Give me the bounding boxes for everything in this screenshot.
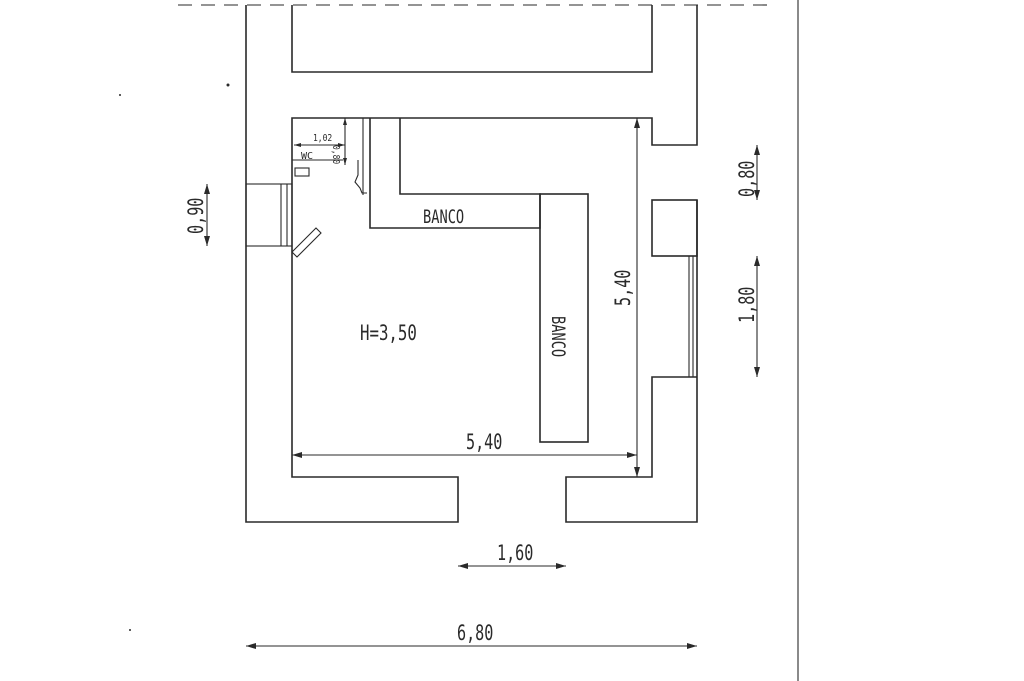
right-top-label: 0,80 xyxy=(736,161,760,197)
room-height-label: H=3,50 xyxy=(360,322,417,346)
room-depth-label: 5,40 xyxy=(612,270,636,306)
counter-top-label: BANCO xyxy=(423,206,464,228)
left-opening xyxy=(245,183,293,247)
upper-wall-notch xyxy=(291,5,653,73)
outer-wall-right xyxy=(565,200,698,523)
right-window-label: 1,80 xyxy=(736,287,760,323)
right-window-recess xyxy=(651,199,698,257)
counter-side xyxy=(539,193,589,443)
wc-width-label: 1,02 xyxy=(313,133,332,144)
door-leaf xyxy=(291,227,322,258)
room-width-label: 5,40 xyxy=(466,431,502,455)
wc-fixture xyxy=(294,167,310,177)
door-width-label: 1,60 xyxy=(497,542,533,566)
counter-side-label: BANCO xyxy=(547,316,569,357)
wc-depth-label: 0,80 xyxy=(330,145,341,164)
wc-door xyxy=(354,160,367,194)
wc-label: WC xyxy=(301,151,313,162)
total-width-label: 6,80 xyxy=(457,622,493,646)
left-opening-label: 0,90 xyxy=(185,198,209,234)
outer-wall xyxy=(245,5,698,523)
